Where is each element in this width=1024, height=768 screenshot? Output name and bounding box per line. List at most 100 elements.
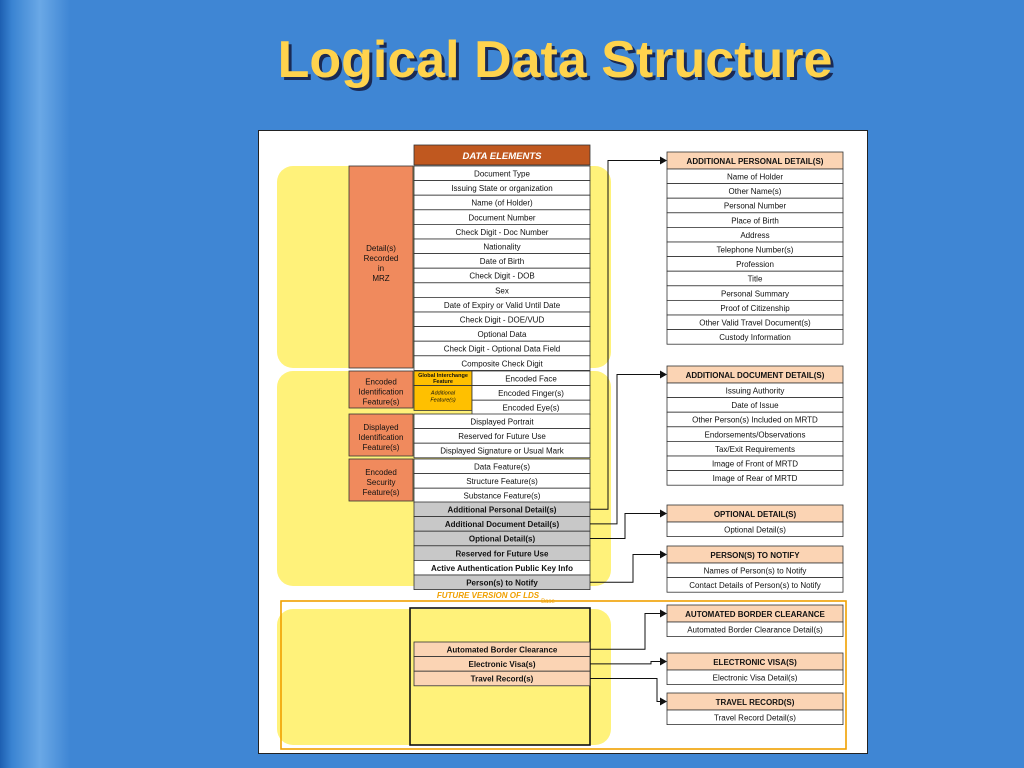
encoded-id-label-box xyxy=(348,370,414,409)
encoded-field-text: Encoded Finger(s) xyxy=(498,389,564,398)
mrz-label-text: in xyxy=(378,264,384,273)
mrz-field-text: Check Digit - Doc Number xyxy=(456,228,549,237)
connector-line-4 xyxy=(590,613,666,650)
right-box-item-text: Image of Rear of MRTD xyxy=(713,474,798,483)
right-box-title-text: AUTOMATED BORDER CLEARANCE xyxy=(685,610,825,619)
receiving-field-text: Electronic Visa(s) xyxy=(469,660,536,669)
right-box-item-text: Profession xyxy=(736,260,774,269)
right-box-item-row xyxy=(666,621,844,638)
connector-arrow-6 xyxy=(660,697,667,706)
right-box-item-text: Proof of Citizenship xyxy=(720,304,790,313)
mrz-label-text: Recorded xyxy=(364,254,399,263)
data-elements-header xyxy=(413,144,591,166)
right-box-item-text: Custody Information xyxy=(719,333,791,342)
encoded-id-label-text: Feature(s) xyxy=(363,398,400,407)
right-box-title-text: ELECTRONIC VISA(S) xyxy=(713,658,797,667)
right-box-item-row xyxy=(666,709,844,726)
security-field-text: Substance Feature(s) xyxy=(464,492,541,501)
receiving-field-text: Travel Record(s) xyxy=(471,675,534,684)
mrz-field-text: Name (of Holder) xyxy=(471,199,533,208)
displayed-field-text: Reserved for Future Use xyxy=(458,432,546,441)
right-box-item-text: Address xyxy=(740,231,769,240)
connector-line-2 xyxy=(590,513,666,539)
right-box-item-text: Electronic Visa Detail(s) xyxy=(713,674,798,683)
encoded-mini-global-text: Feature xyxy=(433,379,453,385)
mrz-field-row xyxy=(413,355,591,371)
receiving-field-text: Automated Border Clearance xyxy=(447,646,558,655)
right-box-item-text: Contact Details of Person(s) to Notify xyxy=(689,581,821,590)
mrz-field-text: Optional Data xyxy=(478,330,527,339)
mrz-field-text: Composite Check Digit xyxy=(461,359,543,368)
encoded-mini-additional-text: Feature(s) xyxy=(430,398,456,404)
right-box-item-row xyxy=(666,329,844,345)
security-field-text: Structure Feature(s) xyxy=(466,477,538,486)
right-box-item-text: Tax/Exit Requirements xyxy=(715,445,795,454)
future-version-frame xyxy=(280,600,847,750)
mrz-field-text: Sex xyxy=(495,286,509,295)
mrz-field-text: Date of Expiry or Valid Until Date xyxy=(444,301,561,310)
right-box-item-text: Issuing Authority xyxy=(726,387,785,396)
mrz-field-text: Nationality xyxy=(483,243,520,252)
connector-arrow-5 xyxy=(660,657,667,666)
mrz-field-text: Issuing State or organization xyxy=(451,184,552,193)
encoded-id-label-text: Encoded xyxy=(365,378,397,387)
connector-line-0 xyxy=(590,160,666,510)
connector-line-1 xyxy=(590,374,666,525)
right-box-item-text: Personal Summary xyxy=(721,289,789,298)
right-box-item-text: Optional Detail(s) xyxy=(724,526,786,535)
slide-title: Logical Data Structure xyxy=(277,31,833,89)
encoded-mini-additional xyxy=(413,385,473,411)
mrz-field-text: Date of Birth xyxy=(480,257,524,266)
security-label-text: Encoded xyxy=(365,468,397,477)
right-box-item-text: Endorsements/Observations xyxy=(705,430,806,439)
right-box-title-text: TRAVEL RECORD(S) xyxy=(716,698,795,707)
encoded-mini-additional-text: Additional xyxy=(430,391,456,397)
displayed-field-text: Displayed Signature or Usual Mark xyxy=(440,447,565,456)
right-box-item-text: Other Name(s) xyxy=(729,187,782,196)
connector-arrow-0 xyxy=(660,156,667,165)
connector-arrow-3 xyxy=(660,550,667,559)
mrz-field-text: Document Type xyxy=(474,170,530,179)
displayed-field-text: Displayed Portrait xyxy=(470,418,534,427)
encoded-field-text: Encoded Face xyxy=(505,375,557,384)
grey-field-text: Additional Document Detail(s) xyxy=(445,520,560,529)
connector-line-5 xyxy=(590,661,666,665)
displayed-id-label-box xyxy=(348,413,414,457)
right-box-item-text: Other Valid Travel Document(s) xyxy=(699,319,811,328)
right-box-title-text: OPTIONAL DETAIL(S) xyxy=(714,510,797,519)
mrz-field-text: Check Digit - Optional Data Field xyxy=(444,345,561,354)
displayed-id-label-text: Identification xyxy=(359,433,404,442)
mrz-field-text: Document Number xyxy=(468,213,535,222)
future-version-sub: Base xyxy=(541,599,555,605)
right-box-item-text: Name of Holder xyxy=(727,173,783,182)
displayed-field-row xyxy=(413,442,591,459)
encoded-mini-global-text: Global Interchange xyxy=(418,373,468,379)
right-box-title-text: ADDITIONAL PERSONAL DETAIL(S) xyxy=(687,157,824,166)
right-box-item-text: Travel Record Detail(s) xyxy=(714,714,796,723)
data-elements-header-text: DATA ELEMENTS xyxy=(463,151,543,162)
right-box-item-text: Title xyxy=(748,275,763,284)
mrz-field-text: Check Digit - DOE/VUD xyxy=(460,316,545,325)
right-box-item-text: Date of Issue xyxy=(731,401,779,410)
right-box-title-text: PERSON(S) TO NOTIFY xyxy=(710,551,800,560)
mrz-label-text: MRZ xyxy=(372,274,389,283)
connector-arrow-4 xyxy=(660,609,667,618)
security-label-box xyxy=(348,458,414,502)
right-box-item-text: Telephone Number(s) xyxy=(717,246,794,255)
right-box-item-text: Automated Border Clearance Detail(s) xyxy=(687,626,823,635)
mrz-label-box xyxy=(348,165,414,369)
connector-arrow-2 xyxy=(660,509,667,518)
connector-line-3 xyxy=(590,554,666,583)
encoded-id-label-text: Identification xyxy=(359,388,404,397)
grey-field-text: Person(s) to Notify xyxy=(466,579,538,588)
diagram-figure: MANDATORYISSUING STATE ORORGANIZATION DA… xyxy=(258,130,868,754)
security-label-text: Security xyxy=(367,478,396,487)
security-label-text: Feature(s) xyxy=(363,488,400,497)
grey-field-text: Optional Detail(s) xyxy=(469,535,536,544)
future-version-label: FUTURE VERSION OF LDS xyxy=(437,591,540,600)
right-box-item-text: Personal Number xyxy=(724,202,787,211)
data-structure-diagram: MANDATORYISSUING STATE ORORGANIZATION DA… xyxy=(277,144,847,750)
right-box-item-text: Place of Birth xyxy=(731,216,779,225)
grey-field-text: Additional Personal Detail(s) xyxy=(448,506,557,515)
